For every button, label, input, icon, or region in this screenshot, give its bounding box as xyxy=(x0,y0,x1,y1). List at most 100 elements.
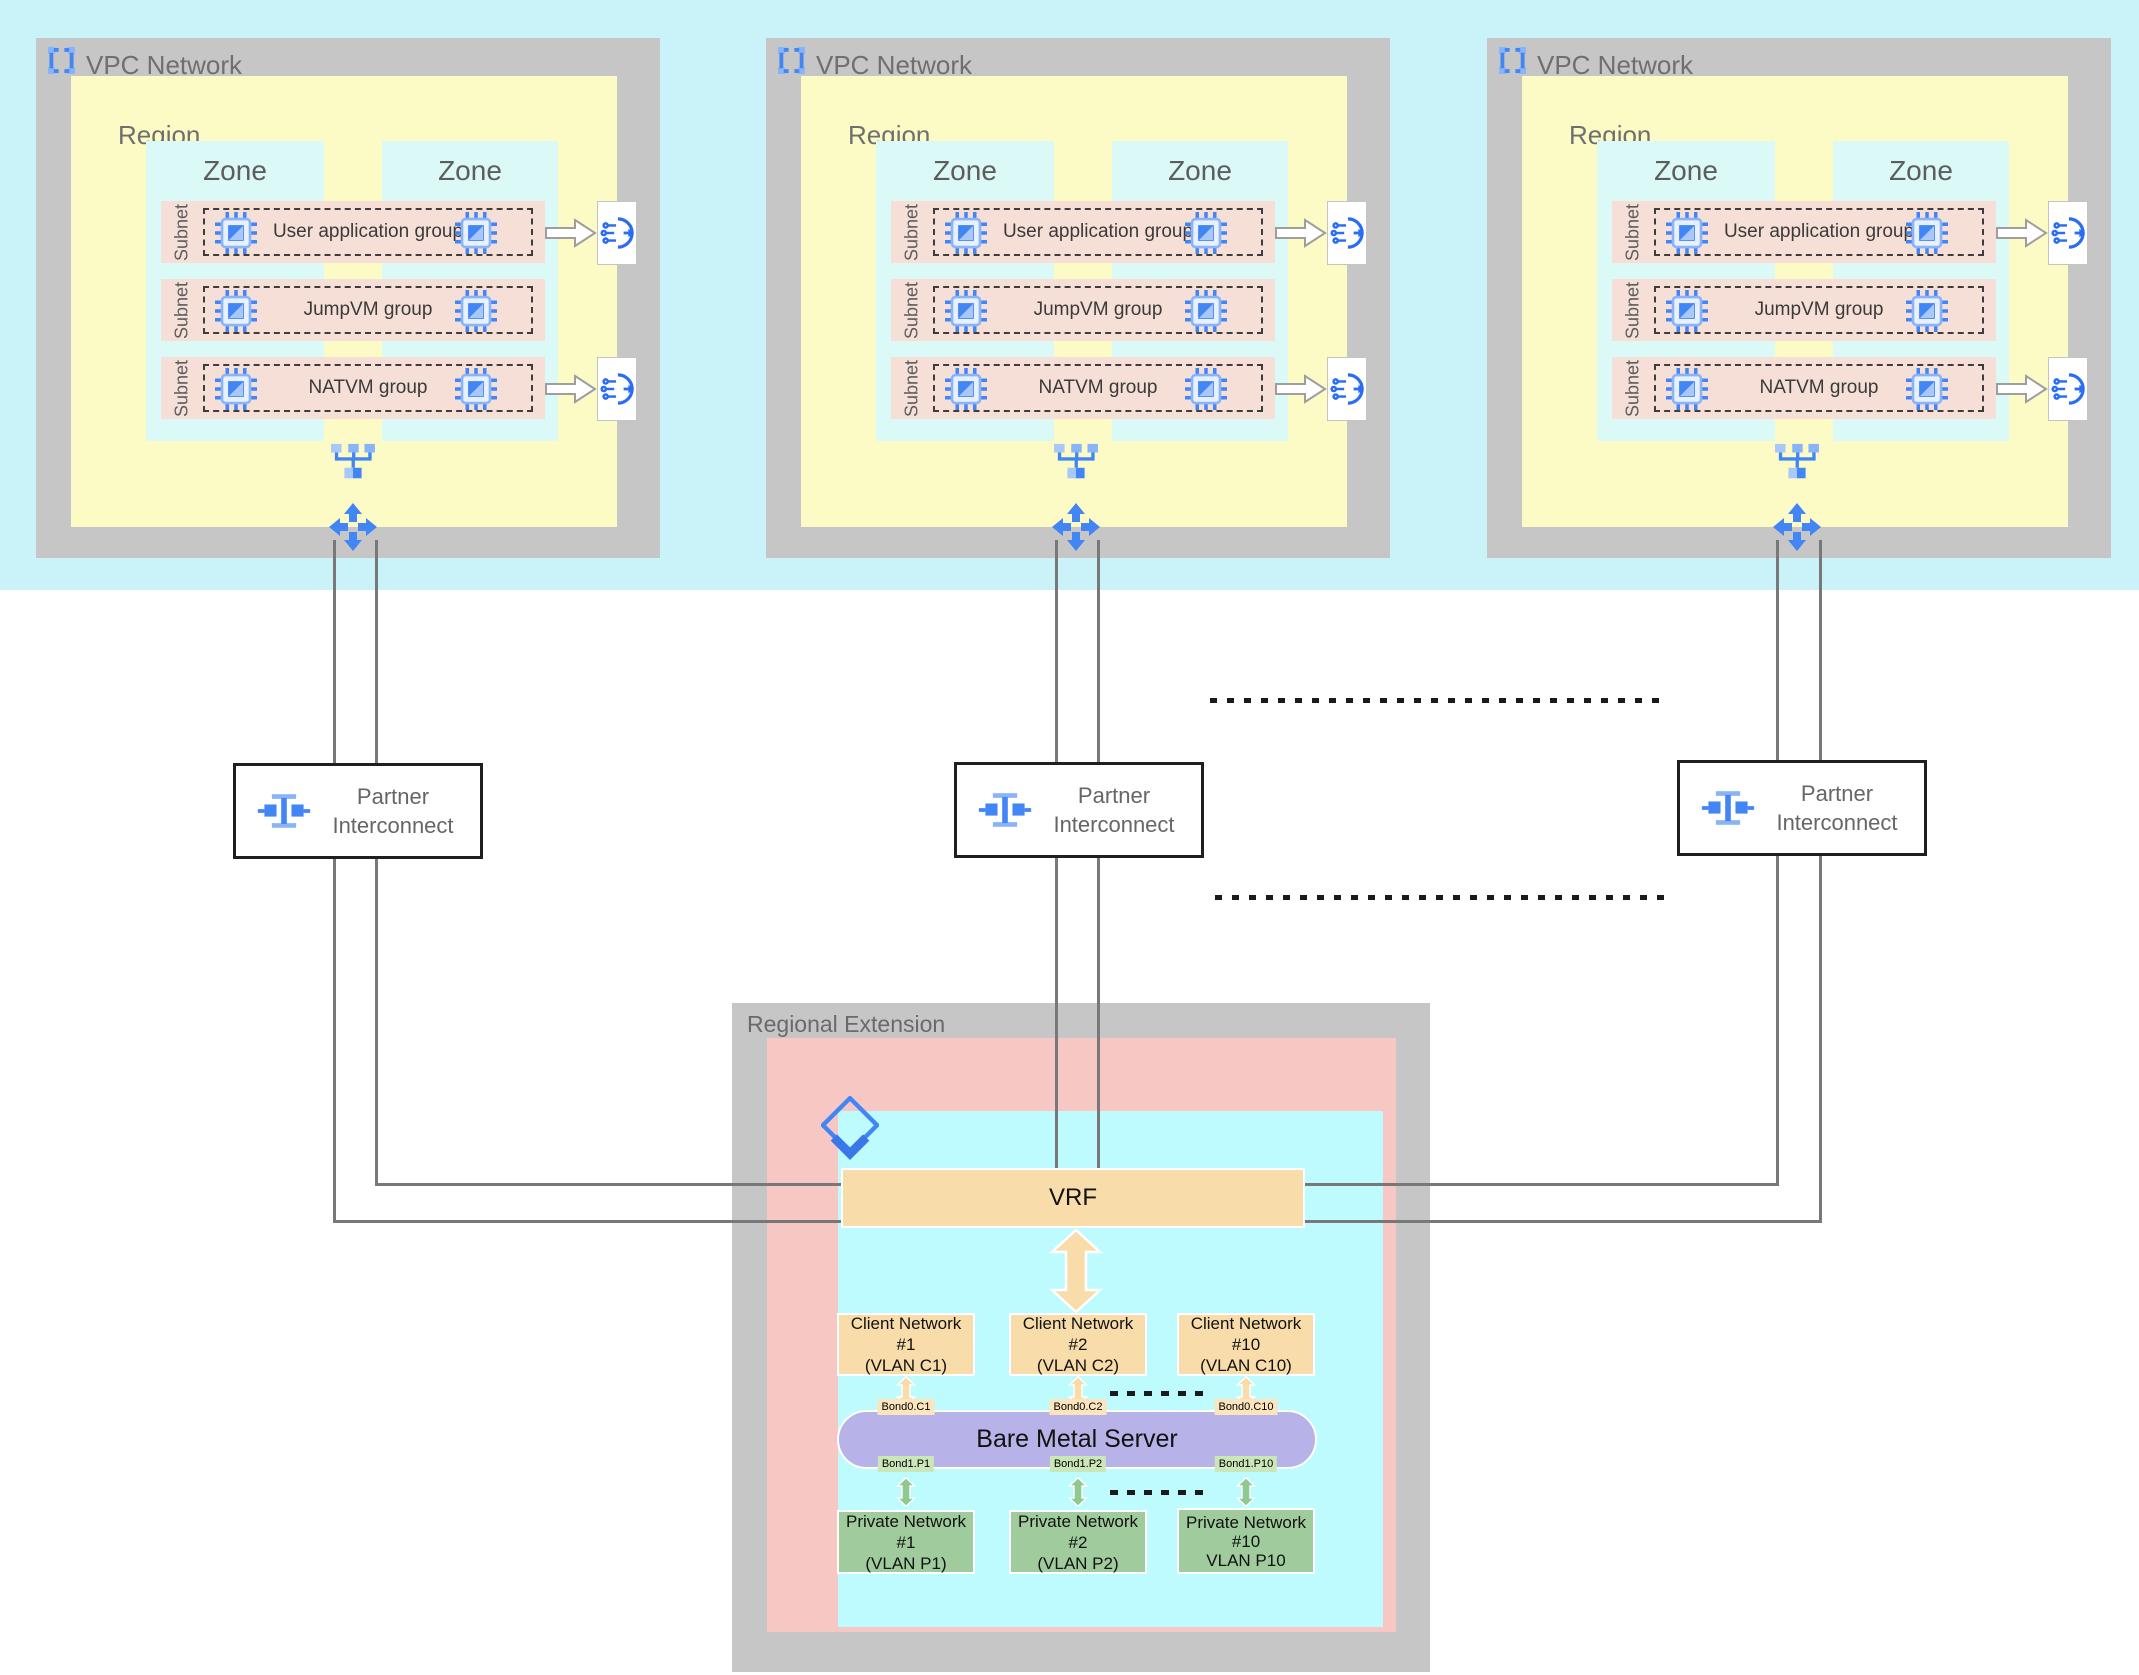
vm-icon xyxy=(215,212,257,254)
subnet-label: Subnet xyxy=(1622,203,1643,261)
stacked-diamond-icon xyxy=(821,1096,879,1166)
private-network-box: Private Network #2 (VLAN P2) xyxy=(1009,1510,1147,1574)
vm-icon xyxy=(1906,290,1948,332)
vm-icon xyxy=(455,212,497,254)
vm-icon xyxy=(215,290,257,332)
interconnect-line xyxy=(333,540,336,1223)
bond-label: Bond1.P1 xyxy=(877,1456,935,1472)
private-network-number: #10 xyxy=(1231,1531,1261,1551)
private-network-vlan: (VLAN P1) xyxy=(865,1553,947,1573)
bond-label: Bond1.P2 xyxy=(1049,1456,1107,1472)
bare-metal-server-label: Bare Metal Server xyxy=(976,1425,1178,1453)
vpc-network-title: VPC Network xyxy=(86,50,243,80)
partner-interconnect-icon xyxy=(977,789,1033,831)
partner-interconnect-label: Partner Interconnect xyxy=(1033,781,1195,839)
pi-line2: Interconnect xyxy=(1053,812,1175,837)
client-network-box: Client Network #1 (VLAN C1) xyxy=(837,1313,975,1376)
load-balancer-box xyxy=(597,201,637,265)
pi-line2: Interconnect xyxy=(1776,810,1898,835)
partner-interconnect-box: Partner Interconnect xyxy=(233,763,483,859)
subnet-row-jumpvm: Subnet JumpVM group xyxy=(161,279,545,341)
load-balancer-icon xyxy=(1330,216,1364,250)
load-balancer-box xyxy=(1327,357,1367,421)
subnet-row-natvm: Subnet NATVM group xyxy=(1612,357,1996,419)
to-lb-arrow xyxy=(545,371,597,407)
subnet-row-user-app: Subnet User application group xyxy=(891,201,1275,263)
interconnect-line xyxy=(1819,540,1822,1223)
routes-cross-arrows-icon xyxy=(329,503,377,551)
load-balancer-box xyxy=(1327,201,1367,265)
private-network-box: Private Network #10 VLAN P10 xyxy=(1177,1508,1315,1574)
client-network-name: Client Network #2 xyxy=(1022,1314,1134,1354)
pi-line2: Interconnect xyxy=(332,813,454,838)
partner-interconnect-icon xyxy=(256,790,312,832)
partner-interconnect-box: Partner Interconnect xyxy=(1677,760,1927,856)
vrf-label: VRF xyxy=(1049,1184,1097,1211)
interconnect-line xyxy=(333,1220,841,1223)
network-tree-icon xyxy=(1052,442,1100,484)
load-balancer-icon xyxy=(2051,216,2085,250)
bond-label: Bond0.C10 xyxy=(1214,1399,1278,1415)
instance-group-box: User application group xyxy=(933,208,1263,256)
zone-label: Zone xyxy=(1889,155,1953,186)
vpc-network-block-1: VPC Network Region Zone Zone Subnet User… xyxy=(36,38,660,558)
subnet-label: Subnet xyxy=(901,203,922,261)
bond-arrow xyxy=(1068,1477,1088,1507)
client-network-vlan: (VLAN C2) xyxy=(1036,1356,1120,1375)
zone-label: Zone xyxy=(203,155,267,186)
load-balancer-icon xyxy=(600,372,634,406)
subnet-label: Subnet xyxy=(1622,281,1643,339)
load-balancer-icon xyxy=(1330,372,1364,406)
subnet-row-user-app: Subnet User application group xyxy=(161,201,545,263)
bond-arrow xyxy=(896,1477,916,1507)
load-balancer-icon xyxy=(2051,372,2085,406)
vm-icon xyxy=(215,368,257,410)
group-label: NATVM group xyxy=(1038,377,1158,398)
load-balancer-box xyxy=(2048,201,2088,265)
network-tree-icon xyxy=(1773,442,1821,484)
load-balancer-box xyxy=(2048,357,2088,421)
regional-extension-title: Regional Extension xyxy=(747,1011,946,1037)
vpc-network-title: VPC Network xyxy=(816,50,973,80)
routes-cross-arrows-icon xyxy=(1773,503,1821,551)
partner-interconnect-label: Partner Interconnect xyxy=(312,782,474,840)
instance-group-box: JumpVM group xyxy=(1654,286,1984,334)
partner-interconnect-label: Partner Interconnect xyxy=(1756,779,1918,837)
vm-icon xyxy=(945,368,987,410)
vpc-network-block-3: VPC Network Region Zone Zone Subnet User… xyxy=(1487,38,2111,558)
subnet-row-jumpvm: Subnet JumpVM group xyxy=(891,279,1275,341)
to-lb-arrow xyxy=(1275,215,1327,251)
continuation-dots xyxy=(1215,895,1671,900)
pi-line1: Partner xyxy=(356,784,430,809)
client-network-name: Client Network #1 xyxy=(850,1314,962,1354)
client-network-vlan: (VLAN C1) xyxy=(864,1356,948,1375)
subnet-row-jumpvm: Subnet JumpVM group xyxy=(1612,279,1996,341)
instance-group-box: JumpVM group xyxy=(203,286,533,334)
instance-group-box: User application group xyxy=(203,208,533,256)
partner-interconnect-box: Partner Interconnect xyxy=(954,762,1204,858)
vm-icon xyxy=(945,212,987,254)
instance-group-box: NATVM group xyxy=(933,364,1263,412)
to-lb-arrow xyxy=(1996,215,2048,251)
private-network-vlan: (VLAN P2) xyxy=(1037,1553,1119,1573)
private-network-name: Private Network #1 xyxy=(846,1511,966,1552)
vm-icon xyxy=(1185,212,1227,254)
interconnect-line xyxy=(1305,1220,1822,1223)
vm-icon xyxy=(1666,212,1708,254)
group-label: User application group xyxy=(1002,221,1194,242)
subnet-row-user-app: Subnet User application group xyxy=(1612,201,1996,263)
subnet-label: Subnet xyxy=(901,281,922,339)
vpc-network-title: VPC Network xyxy=(1537,50,1694,80)
network-tree-icon xyxy=(329,442,377,484)
vm-icon xyxy=(1185,368,1227,410)
zone-label: Zone xyxy=(1168,155,1232,186)
instance-group-box: User application group xyxy=(1654,208,1984,256)
to-lb-arrow xyxy=(545,215,597,251)
zone-label: Zone xyxy=(1654,155,1718,186)
client-network-box: Client Network #2 (VLAN C2) xyxy=(1009,1313,1147,1376)
vm-icon xyxy=(1906,212,1948,254)
vpc-brackets-icon xyxy=(1499,47,1526,74)
client-network-name: Client Network #10 xyxy=(1190,1314,1302,1354)
to-lb-arrow xyxy=(1275,371,1327,407)
